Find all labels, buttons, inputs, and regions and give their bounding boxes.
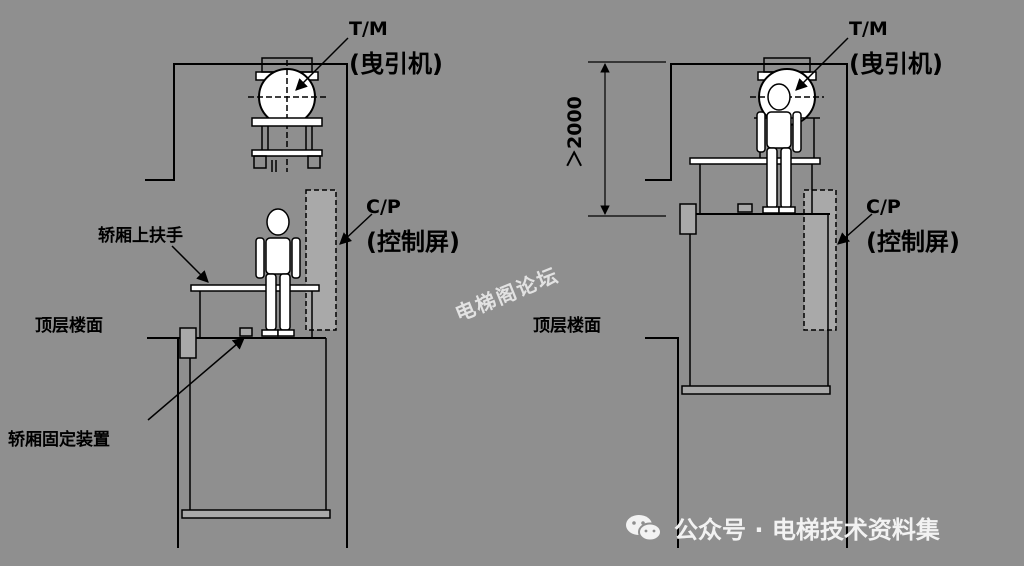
right-top-floor-label: 顶层楼面 [533,316,601,336]
right-cp-leader [837,213,873,245]
left-tm-name: (曳引机) [349,50,443,78]
right-clearance-dimension [588,61,666,217]
right-tm-name: (曳引机) [849,50,943,78]
left-worker-figure [255,208,301,337]
left-cp-code: C/P [366,196,401,218]
left-handrail [190,284,320,338]
wechat-icon [624,513,664,543]
left-top-floor-label: 顶层楼面 [35,316,103,336]
right-worker-figure [756,83,802,214]
left-traction-machine [248,57,328,172]
left-tm-code: T/M [349,18,388,40]
left-car [176,327,331,519]
right-car [679,203,831,395]
left-cp-name: (控制屏) [366,228,460,256]
right-cp-name: (控制屏) [866,228,960,256]
left-fixing-leader [147,337,245,421]
right-clearance-label: ＞2000 [564,96,586,168]
right-tm-code: T/M [849,18,888,40]
left-cp-leader [339,213,373,245]
left-control-panel [305,189,337,331]
left-fixing-device-label: 轿厢固定装置 [8,430,110,450]
left-tm-leader [295,37,349,91]
right-shaft [645,63,848,548]
right-cp-code: C/P [866,196,901,218]
left-handrail-leader [171,245,209,283]
footer-credit: 公众号 · 电梯技术资料集 [624,510,940,545]
right-handrail [689,157,821,214]
right-tm-leader [795,37,849,91]
left-handrail-label: 轿厢上扶手 [98,226,183,246]
right-control-panel [803,189,837,331]
footer-text: 公众号 · 电梯技术资料集 [674,516,940,544]
